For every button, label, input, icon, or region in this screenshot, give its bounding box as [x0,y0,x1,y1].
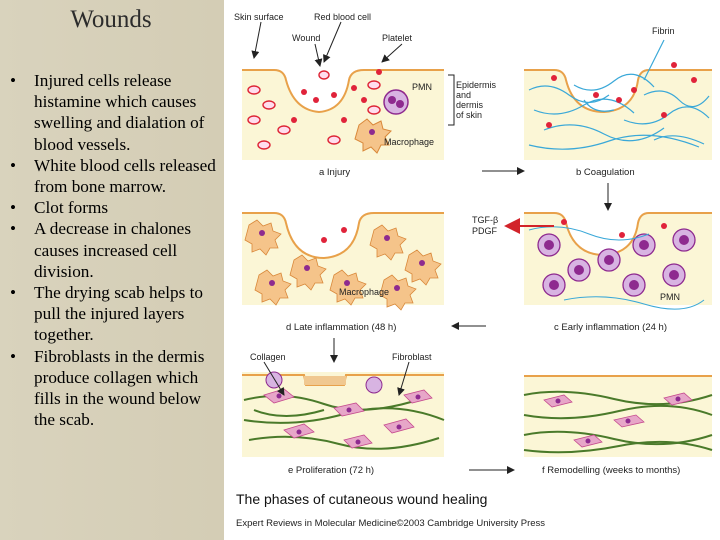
slide-title: Wounds [70,6,152,33]
caption-b: b Coagulation [576,167,635,178]
label-pmn: PMN [412,82,432,92]
bullet-text: The drying scab helps to pull the injure… [34,283,203,345]
wound-healing-figure: Skin surface Red blood cell Wound Platel… [224,0,720,540]
panel-e-proliferation: Collagen Fibroblast e Proliferation (72 … [242,352,445,476]
label-red-blood-cell: Red blood cell [314,12,371,22]
panel-f-remodelling: f Remodelling (weeks to months) [523,375,713,476]
bullet-text: Injured cells release histamine which ca… [34,71,205,154]
panel-b-coagulation: Fibrin b Coagulation [524,26,712,178]
bullet-text: A decrease in chalones causes increased … [34,219,192,281]
bullet-item: • The drying scab helps to pull the injur… [6,282,220,346]
label-tgf: TGF-β [472,215,498,225]
bullet-dot-icon: • [10,71,17,90]
bullet-text: Fibroblasts in the dermis produce collag… [34,346,205,430]
label-macrophage-2: Macrophage [339,287,389,297]
bullet-item: • White blood cells released from bone ma… [6,155,220,197]
figure-svg: Skin surface Red blood cell Wound Platel… [234,12,713,529]
bullet-dot-icon: • [10,219,17,239]
bullet-dot-icon: • [10,155,17,175]
bullet-dot-icon: • [10,198,17,218]
label-fibrin: Fibrin [652,26,675,36]
panel-d-late-inflammation: Macrophage d Late inflammation (48 h) [242,212,444,333]
label-epidermis: Epidermis [456,80,497,90]
macrophages-d [244,219,442,311]
bullet-item: • A decrease in chalones causes increased… [6,218,220,282]
caption-f: f Remodelling (weeks to months) [542,465,680,476]
pmn-cells-c [537,228,696,297]
bullet-item: • Clot forms [6,197,220,218]
figure-credit: Expert Reviews in Molecular Medicine©200… [236,518,545,529]
bullet-item: • Fibroblasts in the dermis produce colla… [6,346,220,431]
bullet-dot-icon: • [10,346,17,366]
caption-d: d Late inflammation (48 h) [286,322,396,333]
macrophage-a [354,118,392,154]
layer-labels: Epidermis and dermis of skin [448,74,497,126]
caption-a: a Injury [319,167,350,178]
label-platelet: Platelet [382,33,413,43]
figure-title: The phases of cutaneous wound healing [236,491,487,507]
label-wound: Wound [292,33,320,43]
label-of-skin: of skin [456,110,482,120]
label-skin-surface: Skin surface [234,12,284,22]
bullet-text: Clot forms [34,198,109,218]
pmn-cell-a [383,89,409,115]
text-panel: Wounds • Injured cells release histamine … [0,0,222,540]
label-and: and [456,90,471,100]
caption-e: e Proliferation (72 h) [288,465,374,476]
label-fibroblast: Fibroblast [392,352,432,362]
label-pmn-2: PMN [660,292,680,302]
label-collagen: Collagen [250,352,286,362]
caption-c: c Early inflammation (24 h) [554,322,667,333]
label-pdgf: PDGF [472,226,498,236]
label-dermis: dermis [456,100,484,110]
bullet-list: • Injured cells release histamine which c… [6,70,220,430]
bullet-item: • Injured cells release histamine which c… [6,70,220,155]
panel-a-injury: Skin surface Red blood cell Wound Platel… [234,12,444,178]
panel-c-early-inflammation: PMN c Early inflammation (24 h) [524,212,712,333]
bullet-dot-icon: • [10,283,17,303]
bullet-text: White blood cells released from bone mar… [34,155,216,197]
label-macrophage: Macrophage [384,137,434,147]
